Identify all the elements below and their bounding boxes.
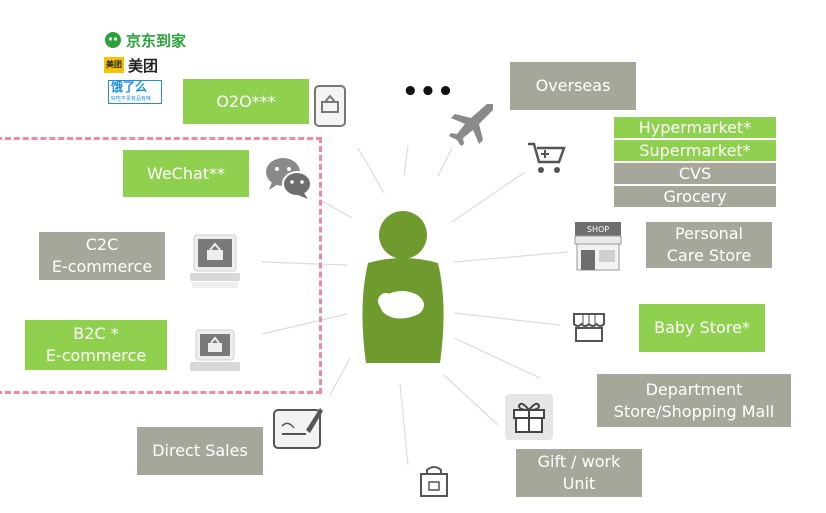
meituan-badge: 美团	[104, 57, 124, 73]
gift-work-unit-box: Gift / work Unit	[516, 449, 642, 497]
hypermarket-box: Hypermarket*	[614, 117, 776, 138]
c2c-box: C2C E-commerce	[39, 232, 165, 280]
direct-sales-box: Direct Sales	[137, 427, 263, 475]
wechat-box: WeChat**	[123, 150, 249, 197]
wechat-icon	[266, 158, 312, 199]
airplane-icon	[449, 104, 493, 146]
tablet-basket-icon	[314, 85, 346, 127]
personal-care-store-box: Personal Care Store	[646, 222, 772, 268]
store-awning-icon	[573, 313, 605, 342]
meituan-logo: 美团 美团	[104, 55, 158, 75]
shopping-bag-icon	[420, 466, 448, 497]
o2o-box: O2O***	[183, 79, 309, 124]
jd-daojia-icon	[105, 32, 121, 48]
meituan-text: 美团	[128, 56, 159, 75]
eleme-tagline: 好吃不贵有品有味	[111, 96, 152, 102]
shopping-cart-icon	[528, 142, 566, 173]
department-store-box: Department Store/Shopping Mall	[597, 374, 791, 427]
laptop-basket-icon-c2c	[190, 234, 240, 288]
ellipsis: •••	[402, 77, 455, 107]
jd-daojia-text: 京东到家	[126, 31, 187, 50]
gift-box-icon	[505, 394, 553, 440]
online-channels-dashed-region	[0, 137, 322, 394]
mother-baby-icon	[362, 211, 444, 363]
jd-daojia-logo: 京东到家	[104, 30, 186, 50]
cvs-box: CVS	[614, 163, 776, 184]
b2c-box: B2C * E-commerce	[25, 320, 167, 370]
eleme-text: 饿了么	[111, 80, 148, 94]
laptop-basket-icon-b2c	[190, 329, 240, 371]
eleme-logo: 饿了么 好吃不贵有品有味	[108, 80, 162, 104]
overseas-box: Overseas	[510, 62, 636, 110]
shop-front-icon: SHOP	[574, 222, 622, 271]
supermarket-box: Supermarket*	[614, 140, 776, 161]
signature-pen-icon	[273, 408, 323, 449]
baby-store-box: Baby Store*	[639, 304, 765, 352]
grocery-box: Grocery	[614, 186, 776, 207]
shop-sign-text: SHOP	[587, 225, 609, 234]
